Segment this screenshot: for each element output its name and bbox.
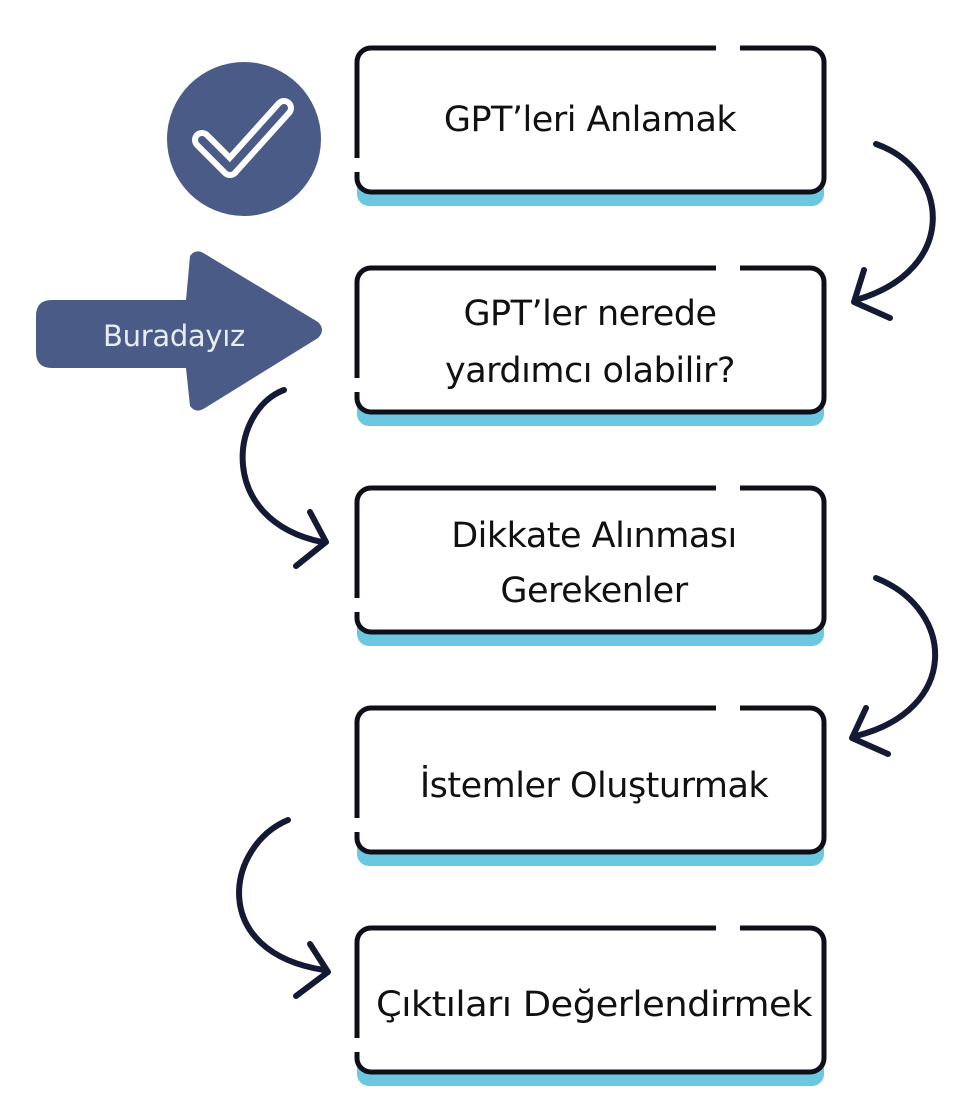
step-box-5: Çıktıları Değerlendirmek	[353, 924, 827, 1086]
step-box-3: Dikkate Alınması Gerekenler	[353, 484, 827, 646]
current-step-marker-label: Buradayız	[103, 319, 245, 353]
connector-arrow-2-3	[239, 387, 329, 569]
step-5-label: Çıktıları Değerlendirmek	[376, 985, 813, 1025]
step-3-label-line-1: Dikkate Alınması	[451, 516, 737, 556]
step-3-label-line-2: Gerekenler	[500, 571, 688, 611]
step-box-1: GPT’leri Anlamak	[353, 44, 827, 206]
connector-arrow-4-5	[236, 817, 331, 999]
connector-arrow-3-4	[849, 575, 938, 757]
step-1-label: GPT’leri Anlamak	[444, 100, 738, 140]
connector-arrow-1-2	[851, 141, 936, 321]
current-step-marker: Buradayız	[36, 251, 322, 411]
step-box-4: İstemler Oluşturmak	[353, 704, 827, 866]
step-box-2: GPT’ler nerede yardımcı olabilir?	[353, 264, 827, 426]
step-4-label: İstemler Oluşturmak	[420, 764, 770, 806]
step-2-label-line-2: yardımcı olabilir?	[445, 351, 735, 391]
checkmark-icon	[167, 62, 321, 216]
step-2-label-line-1: GPT’ler nerede	[463, 294, 716, 334]
